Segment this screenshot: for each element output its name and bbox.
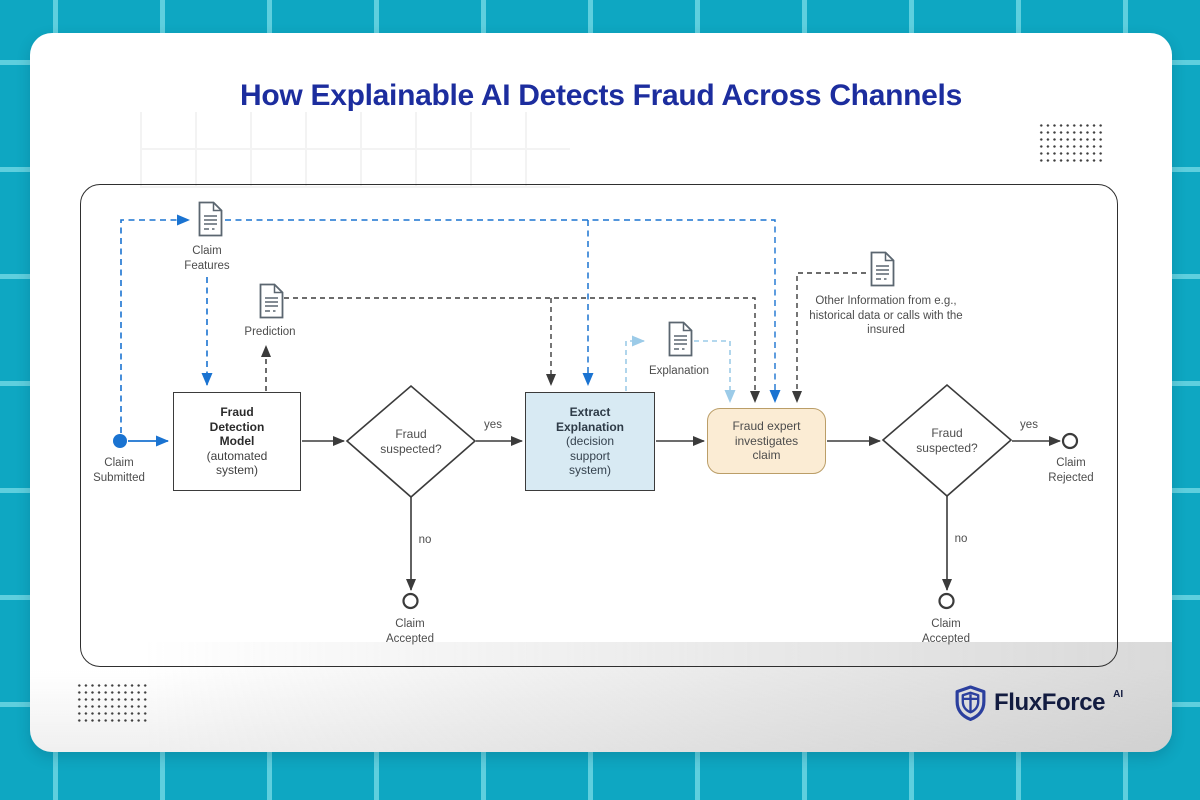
- node-extract-explanation: Extract Explanation (decision support sy…: [525, 392, 655, 491]
- brand-suffix: AI: [1113, 689, 1124, 700]
- node-fraud-detection-model: Fraud Detection Model (automated system): [173, 392, 301, 491]
- shield-icon: [954, 685, 987, 727]
- doc-label-explanation: Explanation: [648, 365, 710, 377]
- doc-label-claim-features: Claim Features: [184, 245, 230, 272]
- brand-logo: FluxForce AI: [954, 685, 1123, 727]
- decision2-label: Fraud suspected?: [916, 426, 978, 455]
- document-icon-prediction: [257, 283, 284, 324]
- node-title: Fraud Detection Model: [209, 404, 265, 449]
- end-label-claim-accepted-1: Claim Accepted: [386, 618, 434, 645]
- edge-label-yes2: yes: [1020, 419, 1038, 431]
- decision1-label: Fraud suspected?: [380, 427, 442, 456]
- node-title: Extract Explanation: [555, 404, 624, 434]
- end-label-claim-rejected: Claim Rejected: [1048, 457, 1094, 484]
- brand-name: FluxForce: [994, 689, 1106, 716]
- node-subtitle: (decision support system): [565, 434, 615, 478]
- doc-label-prediction: Prediction: [244, 326, 296, 338]
- node-subtitle: (automated system): [206, 448, 268, 478]
- edge-label-no1: no: [418, 534, 432, 546]
- flowchart-frame: [80, 184, 1118, 667]
- node-fraud-expert: Fraud expert investigates claim: [707, 408, 826, 474]
- page-title: How Explainable AI Detects Fraud Across …: [240, 79, 962, 112]
- document-icon-other-information: [868, 251, 895, 292]
- end-label-claim-accepted-2: Claim Accepted: [922, 618, 970, 645]
- document-icon-explanation: [666, 321, 693, 362]
- edge-label-yes1: yes: [484, 419, 502, 431]
- edge-label-no2: no: [954, 533, 968, 545]
- start-event-label: Claim Submitted: [93, 457, 145, 484]
- node-label: Fraud expert investigates claim: [732, 419, 801, 463]
- document-icon-claim-features: [196, 201, 223, 242]
- doc-label-other-information: Other Information from e.g., historical …: [809, 295, 963, 337]
